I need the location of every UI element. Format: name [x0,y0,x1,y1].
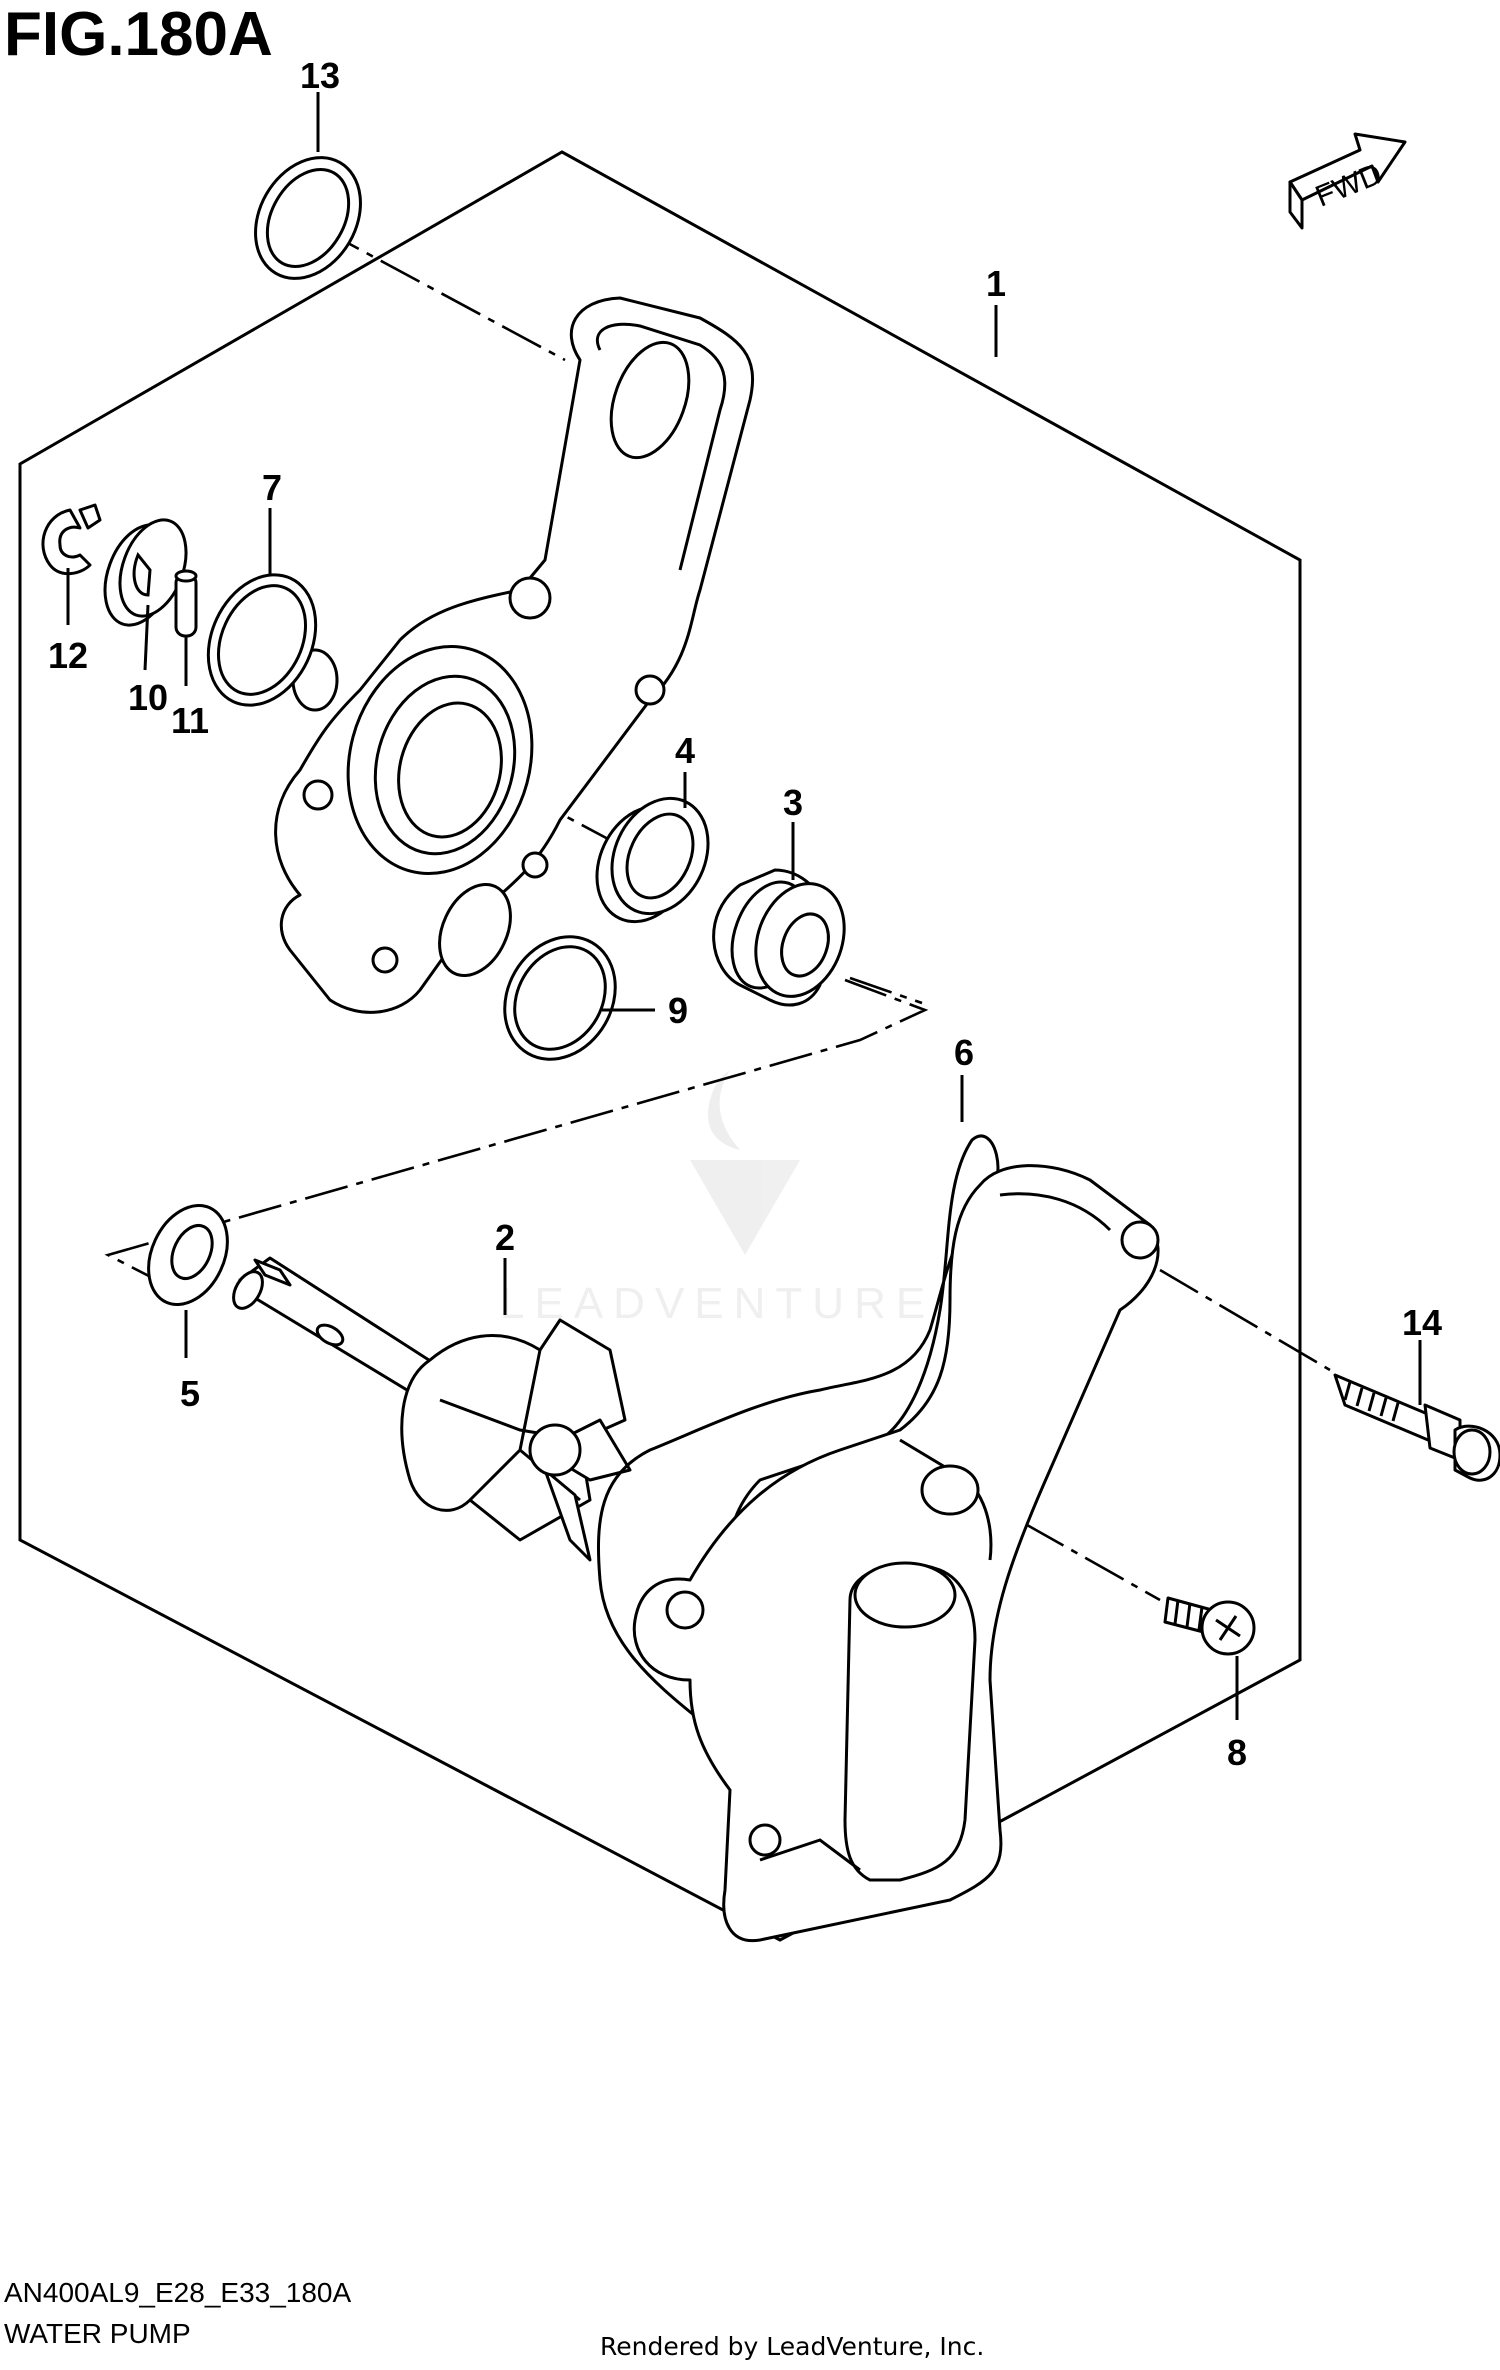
figure-title: FIG.180A [4,0,273,69]
e-clip-12 [41,503,102,576]
oil-seal-4 [595,796,710,924]
bolt-14 [1333,1373,1500,1482]
callout-4: 4 [675,730,695,771]
callout-1: 1 [986,263,1006,304]
callout-13: 13 [300,55,340,96]
leader-lines [66,92,1422,1720]
callout-7: 7 [262,467,282,508]
gasket-6 [597,1134,1000,1782]
watermark-text: LEADVENTURE [500,1279,935,1328]
screw-8 [1163,1596,1256,1656]
fwd-arrow-icon: FWD [1288,132,1407,230]
render-credit: Rendered by LeadVenture, Inc. [600,2332,984,2361]
figure-code: AN400AL9_E28_E33_180A [4,2277,352,2308]
pump-body [274,296,755,1014]
o-ring-13 [254,156,362,280]
callout-3: 3 [783,782,803,823]
callout-8: 8 [1227,1732,1247,1773]
mechanical-seal-3 [712,868,846,1007]
callout-11: 11 [171,700,209,741]
pin-11 [174,569,198,638]
o-ring-9 [503,935,617,1061]
watermark: LEADVENTURE [500,1070,935,1328]
callout-5: 5 [180,1373,200,1414]
callout-14: 14 [1402,1302,1442,1343]
callout-2: 2 [495,1217,515,1258]
callout-numbers: 1 2 3 4 5 6 7 8 9 10 11 12 13 14 [48,55,1442,1773]
pump-cover [632,1164,1160,1943]
callout-10: 10 [128,677,168,718]
callout-6: 6 [954,1032,974,1073]
o-ring-7 [206,573,318,707]
callout-9: 9 [668,990,688,1031]
washer-5 [147,1203,229,1307]
impeller-shaft-2 [232,1256,632,1562]
callout-12: 12 [48,635,88,676]
figure-name: WATER PUMP [4,2318,191,2349]
retainer-10 [103,518,188,627]
assembly-boundary [18,150,1302,1942]
